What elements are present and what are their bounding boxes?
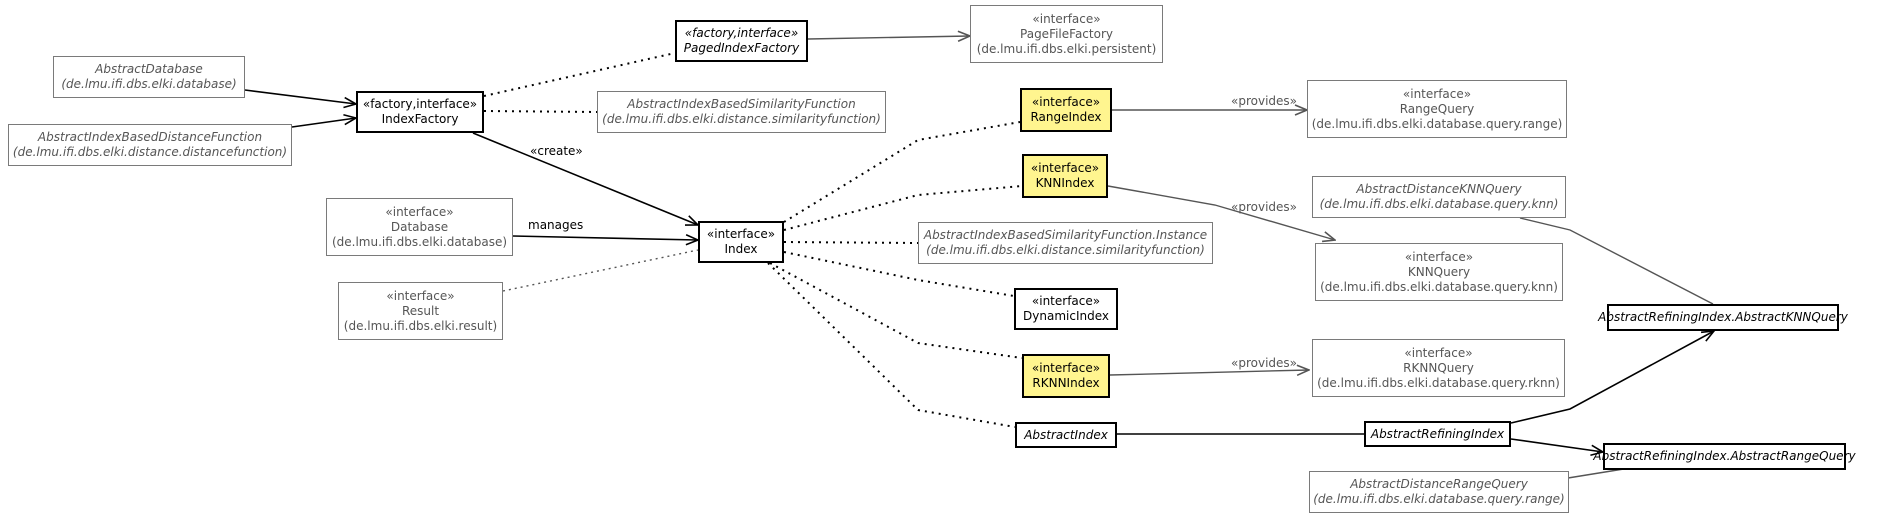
class-abstract-range-query[interactable]: AbstractRefiningIndex.AbstractRangeQuery [1593,443,1856,470]
edge-abstractindexbaseddistancefunction-indexfactory [291,118,356,128]
edge-knnindex-knnquery [1107,185,1335,240]
edge-indexfactory-similarityfunction [483,110,598,113]
edge-label-provides-rknn: «provides» [1231,356,1297,370]
class-page-file-factory[interactable]: «interface» PageFileFactory (de.lmu.ifi.… [970,5,1163,63]
edge-index-rknnindex [769,262,1023,359]
edge-indexfactory-index-create [472,132,698,225]
edge-result-index [502,249,699,292]
class-abstract-refining-index[interactable]: AbstractRefiningIndex [1364,421,1511,447]
class-similarity-function-instance[interactable]: AbstractIndexBasedSimilarityFunction.Ins… [918,222,1213,264]
class-index-factory[interactable]: «factory,interface» IndexFactory [356,91,484,133]
edge-pagedindexfactory-pagefilefactory [807,36,970,39]
edge-abstractrefiningindex-abstractrangequery [1510,438,1603,452]
class-abstract-database[interactable]: AbstractDatabase (de.lmu.ifi.dbs.elki.da… [53,56,245,98]
interface-result[interactable]: «interface» Result (de.lmu.ifi.dbs.elki.… [338,282,503,340]
edge-label-provides-knn: «provides» [1231,200,1297,214]
class-abstract-knn-query[interactable]: AbstractRefiningIndex.AbstractKNNQuery [1598,304,1848,331]
edge-index-rangeindex [783,121,1021,223]
interface-dynamic-index[interactable]: «interface» DynamicIndex [1014,288,1118,330]
class-abstract-index-based-similarity-function[interactable]: AbstractIndexBasedSimilarityFunction (de… [597,91,886,133]
edge-index-abstractindex [767,262,1016,428]
edge-label-manages: manages [528,218,584,232]
edge-index-similarityfunction-instance [783,241,919,244]
edge-abstractrefiningindex-abstractknnquery [1510,331,1714,424]
class-paged-index-factory[interactable]: «factory,interface» PagedIndexFactory [675,20,808,62]
interface-rknn-query[interactable]: «interface» RKNNQuery (de.lmu.ifi.dbs.el… [1312,339,1565,397]
edge-abstractdistanceknnquery-abstractknnquery [1519,217,1714,305]
class-abstract-distance-range-query[interactable]: AbstractDistanceRangeQuery (de.lmu.ifi.d… [1309,471,1569,513]
edge-rknnindex-rknnquery [1109,370,1309,375]
edge-database-index-manages [512,236,698,240]
class-abstract-index[interactable]: AbstractIndex [1015,422,1117,448]
interface-knn-query[interactable]: «interface» KNNQuery (de.lmu.ifi.dbs.elk… [1315,243,1563,301]
interface-knn-index[interactable]: «interface» KNNIndex [1022,154,1108,198]
edge-indexfactory-pagedindexfactory [483,52,676,97]
interface-database[interactable]: «interface» Database (de.lmu.ifi.dbs.elk… [326,198,513,256]
class-abstract-distance-knn-query[interactable]: AbstractDistanceKNNQuery (de.lmu.ifi.dbs… [1312,176,1566,218]
edge-label-create: «create» [530,144,583,158]
interface-index[interactable]: «interface» Index [698,221,784,263]
interface-range-query[interactable]: «interface» RangeQuery (de.lmu.ifi.dbs.e… [1307,80,1567,138]
interface-range-index[interactable]: «interface» RangeIndex [1020,88,1112,132]
edge-label-provides-range: «provides» [1231,94,1297,108]
interface-rknn-index[interactable]: «interface» RKNNIndex [1022,354,1110,398]
class-abstract-index-based-distance-function[interactable]: AbstractIndexBasedDistanceFunction (de.l… [8,124,292,166]
edge-abstractdatabase-indexfactory [244,89,356,104]
